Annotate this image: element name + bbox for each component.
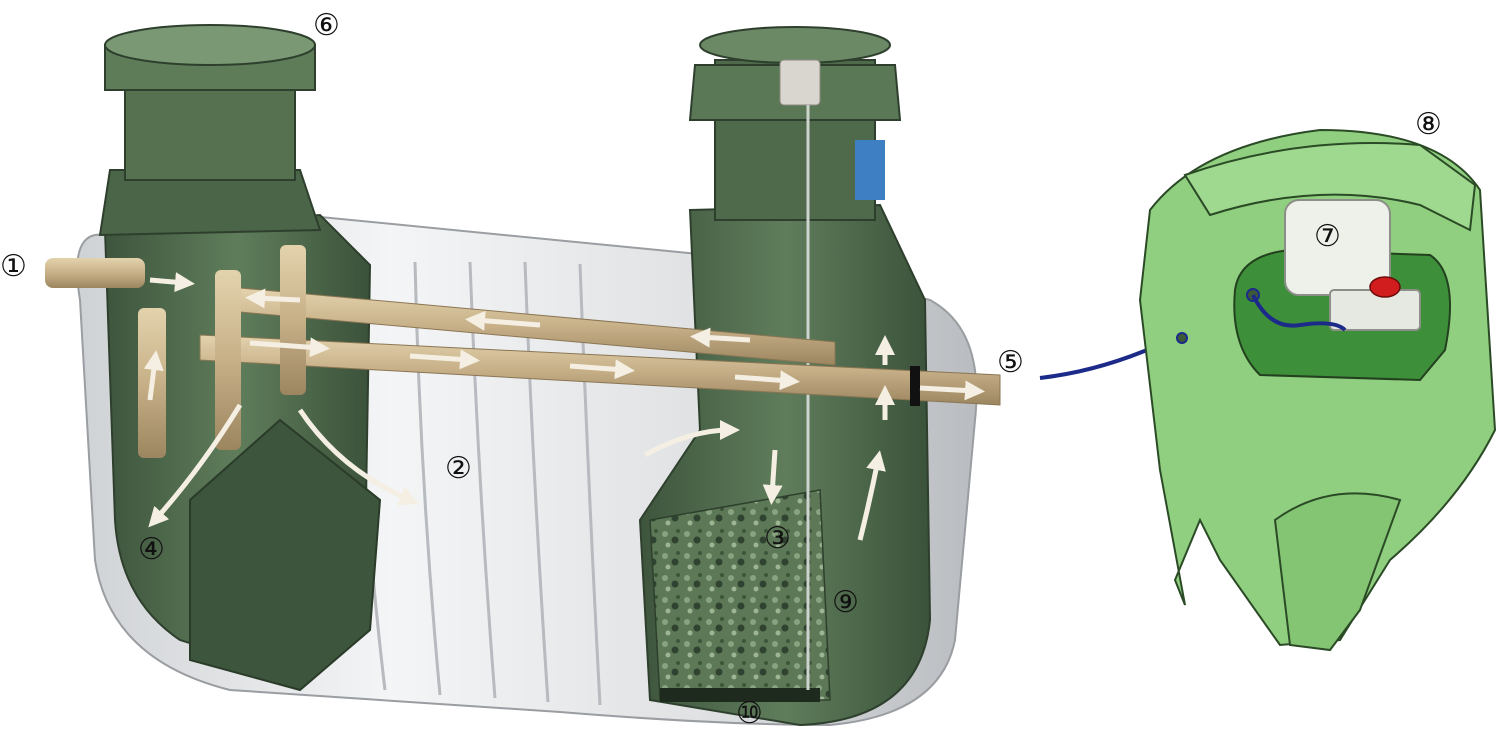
media-support-plate: [660, 688, 820, 702]
outlet-collar: [910, 366, 920, 406]
housing-rim: [1183, 142, 1477, 232]
filter-media: [649, 489, 831, 701]
right-riser-top: [699, 26, 891, 64]
compressor-housing-detail: [1138, 128, 1497, 652]
vertical-pipe-b: [215, 270, 241, 450]
callout-4: ④: [138, 532, 165, 567]
left-baffle: [189, 418, 382, 692]
internal-hose: [1251, 294, 1347, 332]
label-sticker: [855, 140, 885, 200]
left-riser-top: [104, 24, 316, 66]
callout-3: ③: [764, 521, 791, 556]
vertical-pipe-c: [280, 245, 306, 395]
callouts: ① ② ③ ④ ⑤ ⑥ ⑦ ⑧ ⑨ ⑩: [0, 8, 1442, 731]
callout-10: ⑩: [736, 696, 763, 731]
flow-arrow: [857, 450, 886, 541]
callout-5: ⑤: [997, 345, 1024, 380]
flow-arrow: [762, 449, 783, 505]
flow-arrow: [690, 327, 751, 348]
callout-9: ⑨: [832, 585, 859, 620]
flow-arrow: [409, 349, 480, 370]
flow-arrow: [143, 350, 164, 401]
housing-floor-arm: [1273, 492, 1402, 652]
flow-arrow: [148, 403, 243, 528]
flow-arrow: [569, 359, 635, 380]
flow-arrow: [919, 380, 985, 401]
flow-arrow: [149, 272, 195, 293]
inlet-pipe: [45, 258, 145, 288]
callout-7: ⑦: [1314, 219, 1341, 254]
callout-1: ①: [0, 249, 27, 284]
flow-arrow: [245, 288, 301, 309]
flow-arrow: [465, 310, 541, 331]
flow-arrow: [643, 420, 740, 458]
right-riser-cap: [779, 59, 821, 106]
flow-arrows: [143, 272, 985, 541]
tank-illustration: [45, 24, 1001, 727]
reset-button-icon: [1369, 276, 1401, 298]
hose-fitting-icon: [1176, 332, 1188, 344]
compressor-base: [1329, 289, 1421, 331]
callout-6: ⑥: [313, 8, 340, 43]
callout-8: ⑧: [1415, 107, 1442, 142]
flow-arrow: [297, 408, 420, 506]
flow-arrow: [249, 337, 330, 358]
callout-2: ②: [445, 451, 472, 486]
flow-arrow: [734, 370, 800, 391]
